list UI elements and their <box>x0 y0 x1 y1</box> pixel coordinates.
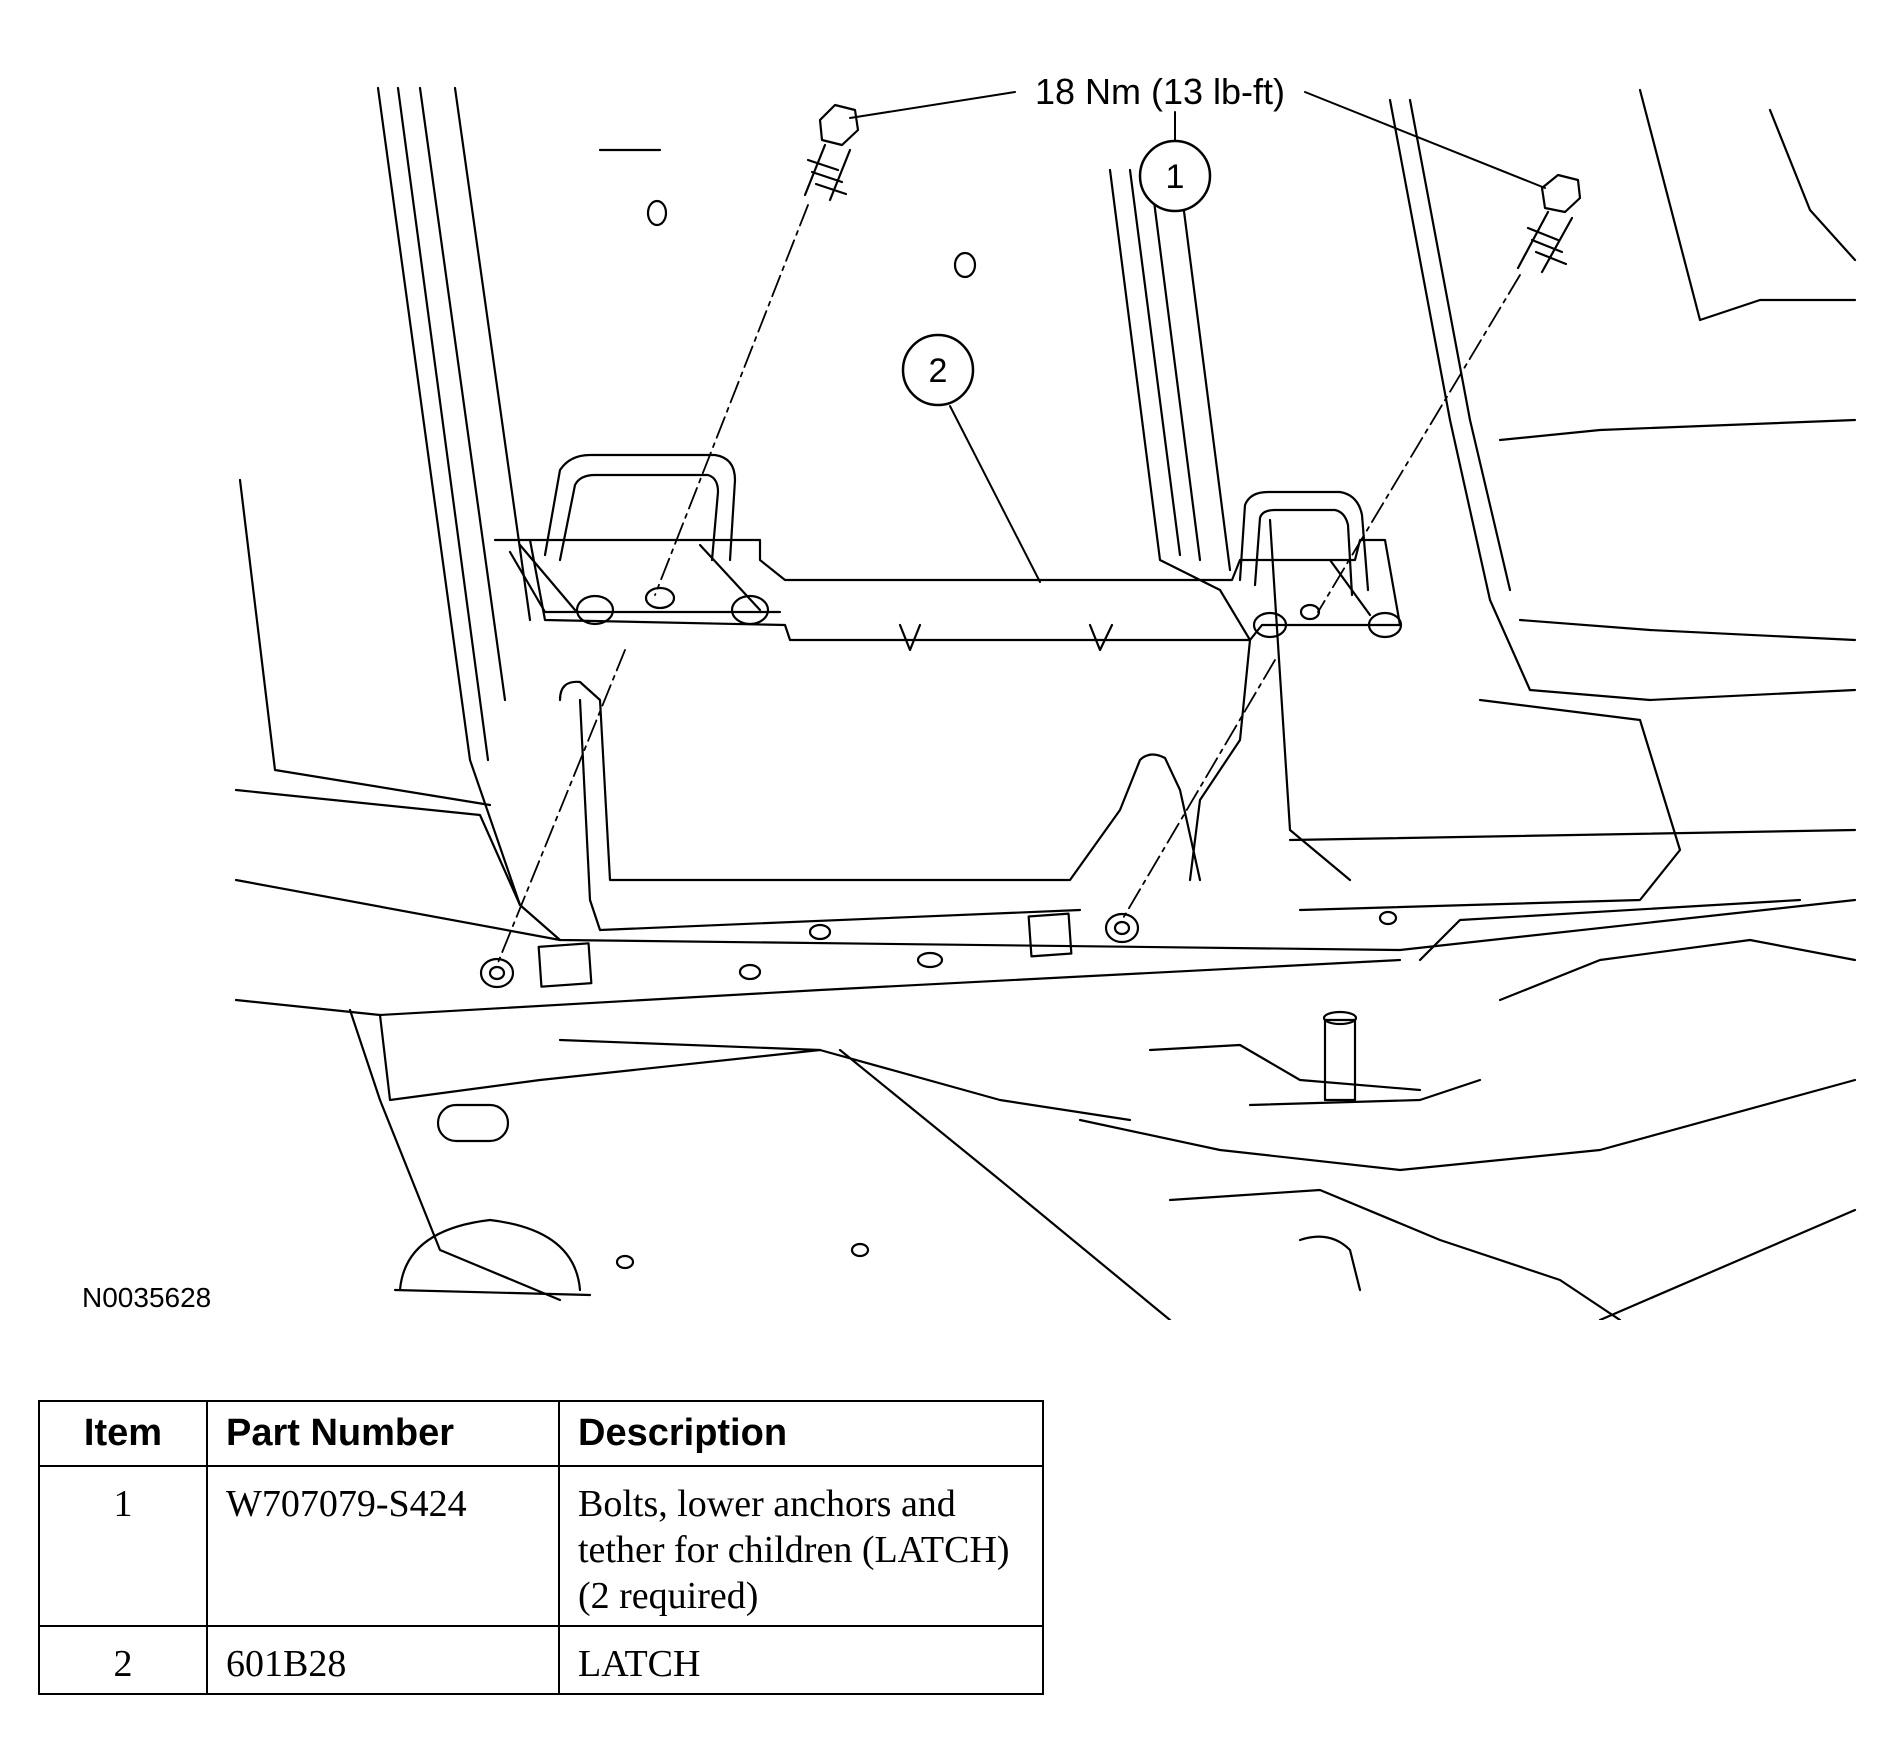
description-line: (2 required) <box>578 1575 759 1617</box>
description-line: Bolts, lower anchors and <box>578 1483 956 1525</box>
cell-item: 1 <box>38 1465 208 1627</box>
cell-part-number: 601B28 <box>206 1625 560 1695</box>
header-description: Description <box>558 1400 1044 1467</box>
floor-pan <box>348 898 1857 1320</box>
table-header-row: Item Part Number Description <box>38 1400 1044 1467</box>
bolt-left <box>803 103 860 202</box>
table-row: 2 601B28 LATCH <box>38 1625 1044 1695</box>
anchor-loop-right <box>1238 490 1370 597</box>
table-row: 1 W707079-S424 Bolts, lower anchors and … <box>38 1465 1044 1627</box>
callout-2: 2 <box>901 333 975 407</box>
callout-2-label: 2 <box>929 352 948 390</box>
latch-bar <box>493 538 1403 652</box>
bolt-right <box>1516 173 1582 274</box>
callout-1-label: 1 <box>1166 158 1185 196</box>
cell-part-number: W707079-S424 <box>206 1465 560 1627</box>
cell-description: Bolts, lower anchors and tether for chil… <box>558 1465 1044 1627</box>
leader-lines <box>849 91 1546 583</box>
anchor-loop-left <box>543 453 737 562</box>
seat-back-right <box>1288 88 1857 912</box>
figure-id: N0035628 <box>82 1282 212 1313</box>
description-line: tether for children (LATCH) <box>578 1529 1010 1571</box>
header-item: Item <box>38 1400 208 1467</box>
header-part-number: Part Number <box>206 1400 560 1467</box>
parts-table: Item Part Number Description 1 W707079-S… <box>38 1400 1044 1695</box>
seat-back-center <box>1108 168 1352 882</box>
installation-centerlines <box>496 204 1521 966</box>
cell-item: 2 <box>38 1625 208 1695</box>
torque-callout: 18 Nm (13 lb-ft) <box>1035 71 1285 112</box>
description-line: LATCH <box>578 1643 701 1685</box>
mounting-panel <box>234 680 1857 1102</box>
seat-back-left <box>234 86 977 942</box>
latch-installation-diagram: 1 2 18 Nm (13 lb-ft) <box>234 71 1857 1320</box>
callout-1: 1 <box>1138 139 1212 213</box>
cell-description: LATCH <box>558 1625 1044 1695</box>
